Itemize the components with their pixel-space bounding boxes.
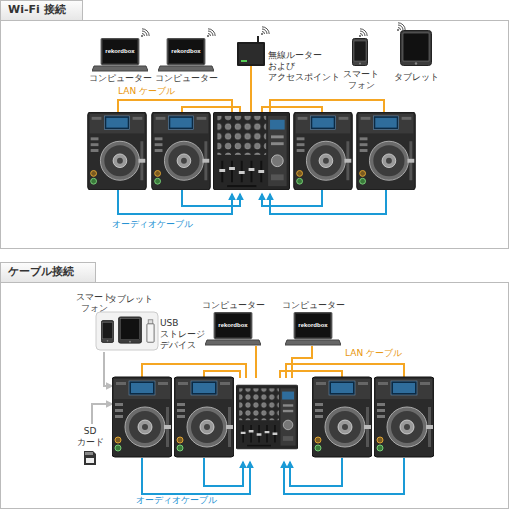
laptop-icon xyxy=(158,38,214,71)
laptop-icon xyxy=(205,312,261,345)
phone-icon xyxy=(353,39,368,66)
audio-cable xyxy=(270,190,386,214)
screen-logo: rekordbox xyxy=(296,321,330,329)
audio-cables xyxy=(118,190,386,214)
lan-cables xyxy=(142,346,404,378)
device-label: タブレット xyxy=(391,72,441,83)
lan-cable xyxy=(142,364,246,378)
cdj-player xyxy=(294,112,353,190)
tablet-icon xyxy=(118,317,141,343)
audio-cable xyxy=(290,458,342,486)
panel-frame xyxy=(1,21,509,249)
media-arrows xyxy=(92,352,112,424)
dj-mixer xyxy=(236,385,298,449)
device-label: 無線ルーター および アクセスポイント xyxy=(268,50,346,83)
audio-cable xyxy=(118,190,232,214)
wifi-signal xyxy=(207,29,215,37)
device-label: スマート フォン xyxy=(336,69,386,91)
device-label: コンピューター xyxy=(148,73,224,84)
cdj-player xyxy=(88,112,147,190)
cable-label: LAN ケーブル xyxy=(345,348,402,359)
screen-logo: rekordbox xyxy=(216,321,250,329)
laptop-icon xyxy=(92,38,148,71)
cdj-player xyxy=(174,377,234,457)
dj-mixer xyxy=(213,112,289,190)
panel-frame xyxy=(1,283,509,509)
media-arrow xyxy=(92,404,112,424)
section-panel: Wi-Fi 接続コンピューターコンピューター 無線ルーター および アクセスポイン… xyxy=(0,0,510,249)
smartphone-device: スマート フォン xyxy=(336,36,386,96)
lan-cable xyxy=(255,346,257,378)
screen-logo: rekordbox xyxy=(169,47,203,55)
cdj-player xyxy=(357,112,416,190)
tablet-device: タブレット xyxy=(391,30,441,88)
audio-cable xyxy=(284,458,404,494)
cable-label: オーディオケーブル xyxy=(136,495,217,506)
computer-device: コンピューター xyxy=(82,36,158,86)
lan-cable xyxy=(250,66,252,114)
cable-label: オーディオケーブル xyxy=(112,219,193,230)
audio-cable xyxy=(204,458,243,486)
device-label: コンピューター xyxy=(275,300,351,311)
sd-icon xyxy=(84,451,96,465)
wifi-signal xyxy=(359,29,367,37)
tablet-device: タブレット xyxy=(108,292,152,346)
section-title: Wi-Fi 接続 xyxy=(8,3,66,17)
phone-icon xyxy=(101,321,113,343)
router-icon xyxy=(237,36,265,66)
panel-tab xyxy=(1,1,83,21)
usb-storage-device: USB ストレージ デバイス xyxy=(144,316,208,350)
router-device: 無線ルーター および アクセスポイント xyxy=(237,34,349,88)
laptop-icon xyxy=(285,312,341,345)
sd-card-device: SD カード xyxy=(74,426,106,468)
computer-device: コンピューター xyxy=(148,36,224,86)
panel-tab xyxy=(1,263,96,283)
cdj-player xyxy=(112,377,172,457)
device-label: SD カード xyxy=(74,426,106,448)
audio-cable xyxy=(262,190,322,206)
lan-cable xyxy=(292,346,312,378)
audio-cable xyxy=(142,458,250,494)
wifi-signal xyxy=(397,23,405,31)
audio-cables xyxy=(142,458,404,494)
device-label: コンピューター xyxy=(195,300,271,311)
section-panel: ケーブル接続スマート フォンタブレットUSB ストレージ デバイスコンピューター… xyxy=(0,262,510,509)
audio-cable xyxy=(182,190,240,206)
cdj-player xyxy=(312,377,372,457)
screen-logo: rekordbox xyxy=(103,47,137,55)
device-label: タブレット xyxy=(108,294,152,305)
cdj-player xyxy=(152,112,211,190)
cdj-player xyxy=(374,377,434,457)
device-label: USB ストレージ デバイス xyxy=(160,318,208,351)
cable-label: LAN ケーブル xyxy=(118,86,175,97)
wifi-signal xyxy=(141,29,149,37)
device-label: コンピューター xyxy=(82,73,158,84)
wifi-signal xyxy=(261,27,269,35)
media-arrow xyxy=(104,352,112,386)
device-group-box xyxy=(96,312,158,350)
tablet-icon xyxy=(401,31,432,66)
usb-icon xyxy=(147,320,154,343)
section-title: ケーブル接続 xyxy=(8,265,74,279)
